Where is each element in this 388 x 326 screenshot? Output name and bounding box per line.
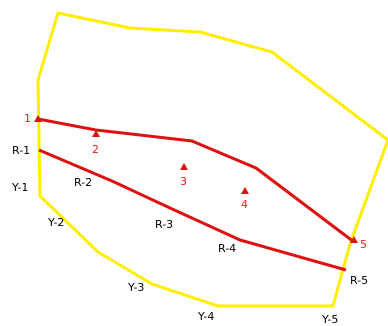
lower-red-line — [38, 148, 347, 272]
point-marker-4 — [241, 187, 249, 194]
upper-red-line — [37, 117, 355, 244]
point-label-5: 5 — [360, 238, 367, 251]
point-label-2: 2 — [92, 143, 99, 156]
yellow-boundary-label-y3: Y-3 — [127, 281, 144, 294]
red-line-label-r3: R-3 — [155, 218, 173, 231]
red-line-label-r1: R-1 — [12, 144, 30, 157]
yellow-boundary-label-y2: Y-2 — [47, 216, 64, 229]
point-marker-2 — [92, 130, 100, 137]
point-label-4: 4 — [241, 198, 248, 211]
point-label-1: 1 — [24, 112, 31, 125]
red-line-label-r5: R-5 — [350, 274, 368, 287]
yellow-boundary-label-y4: Y-4 — [197, 310, 214, 323]
yellow-boundary-label-y5: Y-5 — [321, 313, 338, 326]
yellow-boundary — [36, 11, 388, 308]
red-line-label-r2: R-2 — [74, 176, 92, 189]
point-marker-3 — [180, 163, 188, 170]
point-marker-5 — [350, 236, 358, 243]
point-label-3: 3 — [180, 175, 187, 188]
yellow-boundary-label-y1: Y-1 — [11, 181, 28, 194]
red-line-label-r4: R-4 — [218, 242, 236, 255]
point-marker-1 — [34, 115, 42, 122]
